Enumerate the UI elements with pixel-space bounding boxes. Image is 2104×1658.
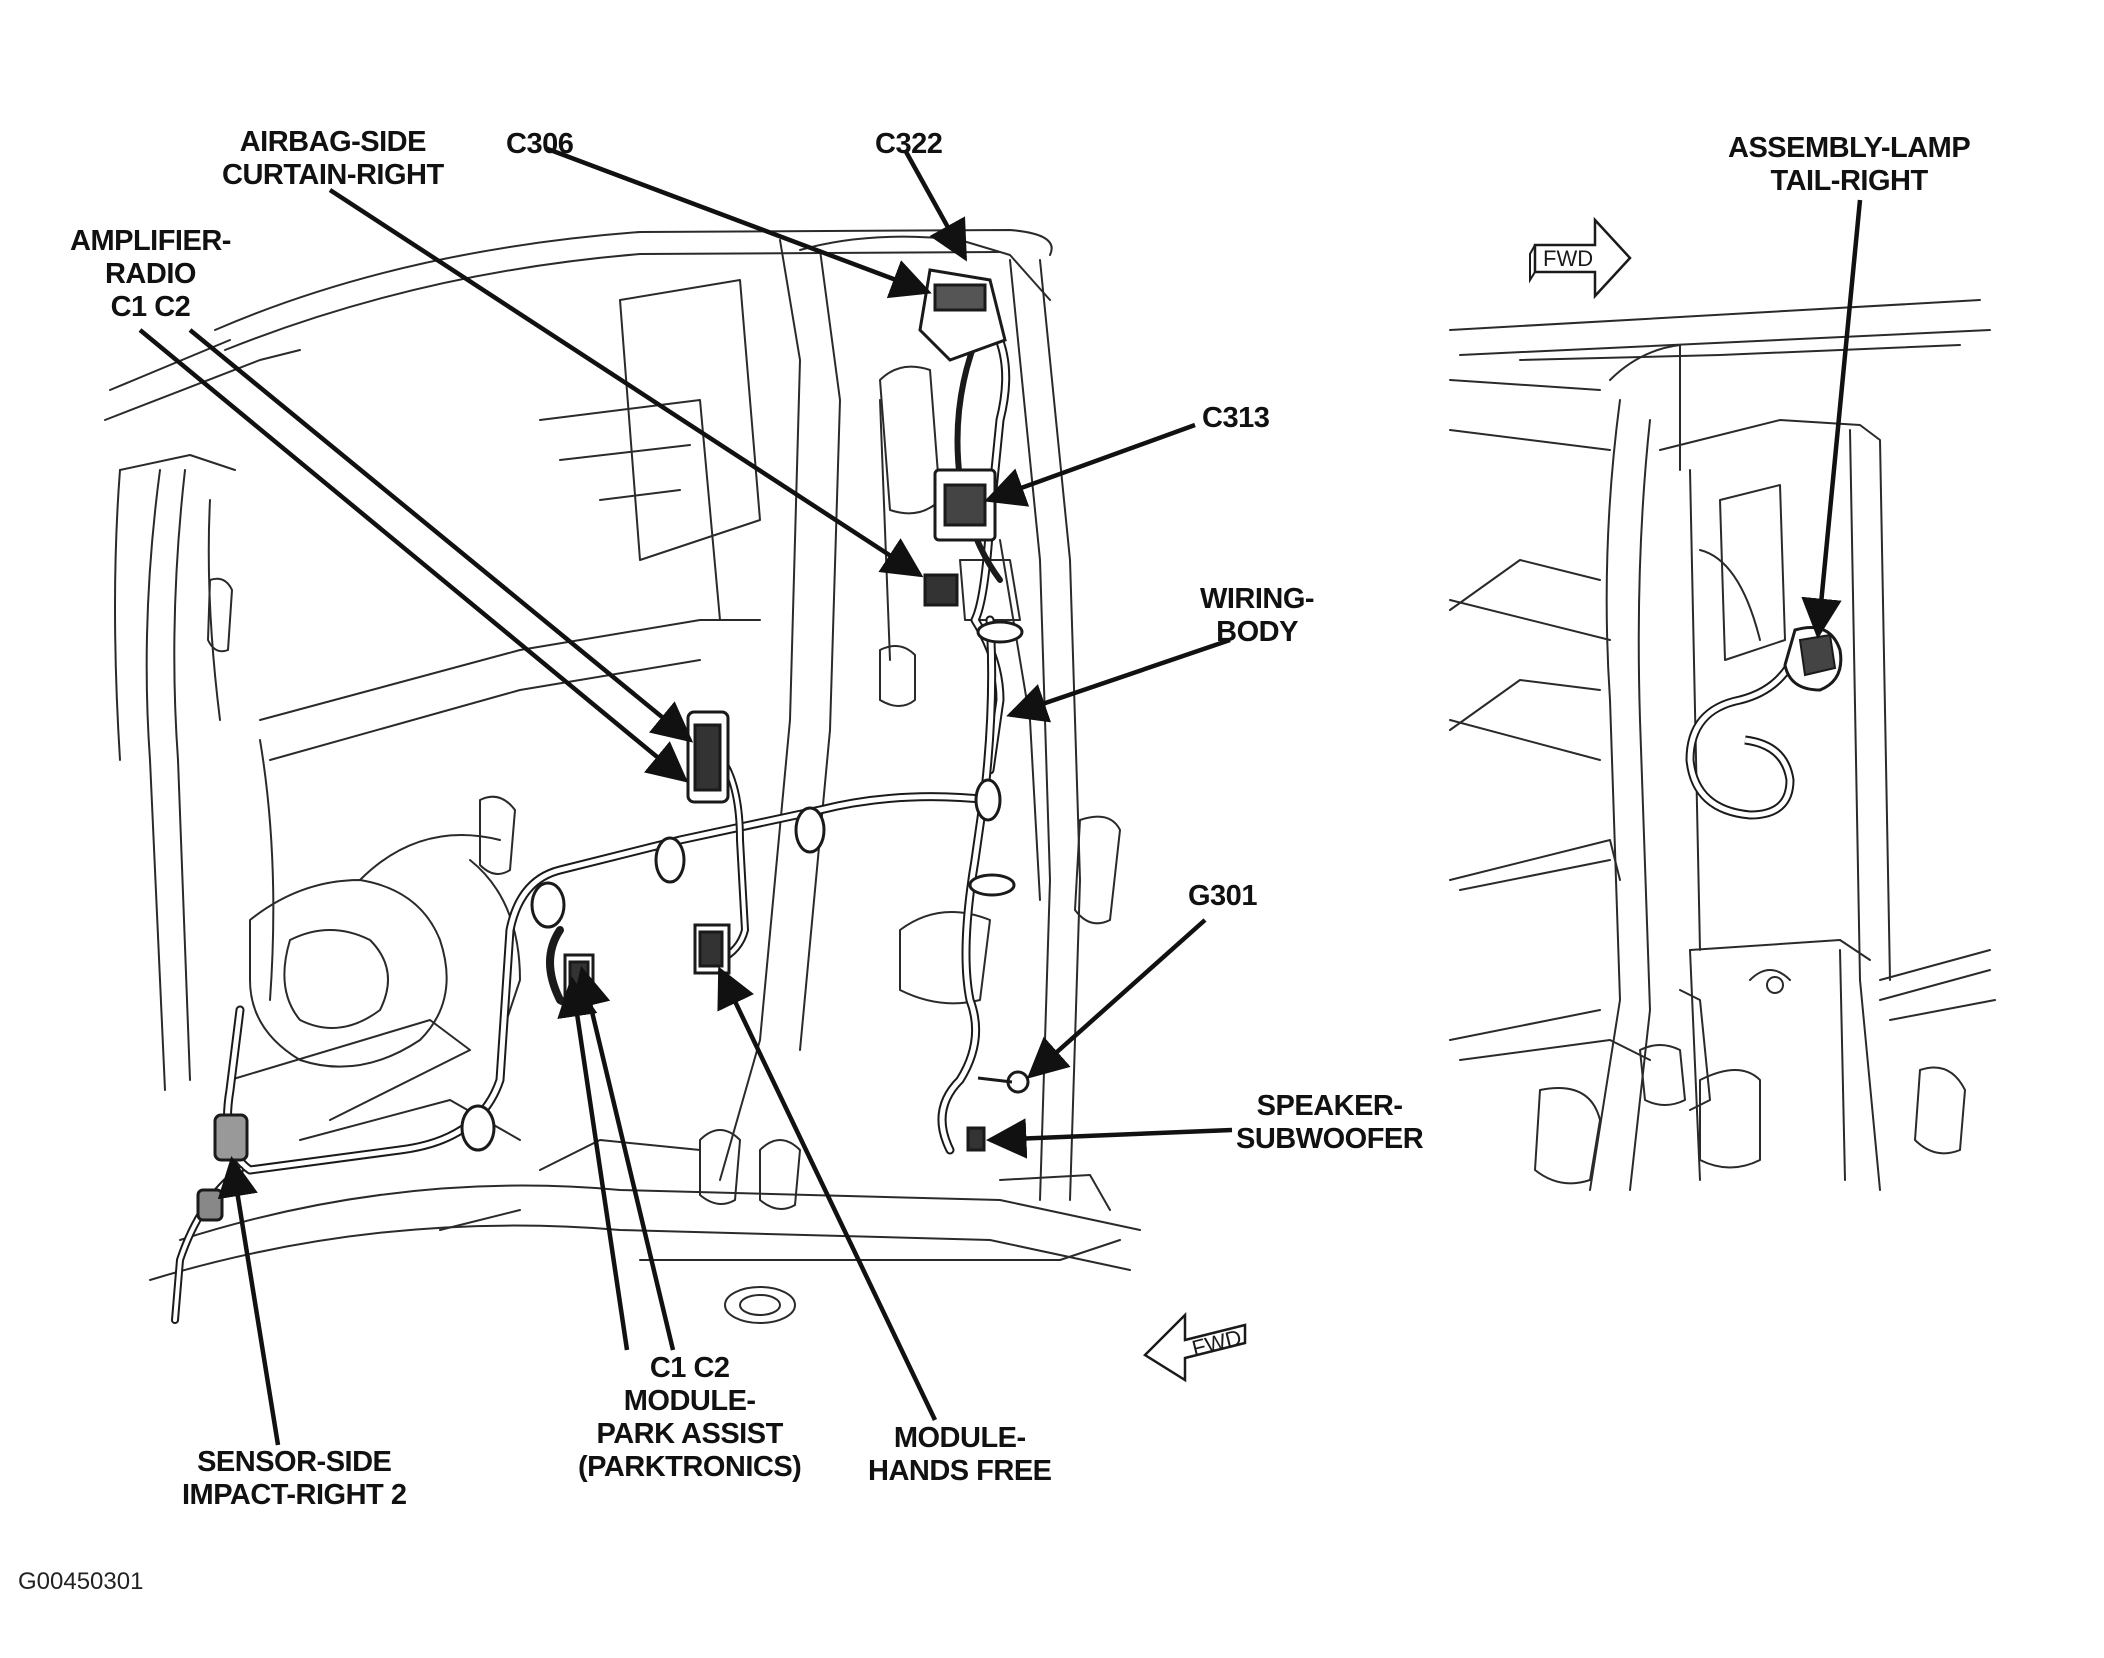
- label-sensor-side-impact-right: SENSOR-SIDE IMPACT-RIGHT 2: [182, 1446, 407, 1511]
- vehicle-body-right-inset: [1449, 299, 1996, 1191]
- leader-amplifier-c2: [188, 328, 694, 743]
- leader-airbag-side-curtain: [328, 188, 924, 578]
- fwd-arrow-bottom: FWD: [1143, 1311, 1247, 1383]
- leader-c306: [544, 145, 932, 299]
- label-amplifier-radio: AMPLIFIER- RADIO C1 C2: [70, 225, 231, 323]
- figure-id: G00450301: [18, 1568, 144, 1595]
- leader-lines: [138, 145, 1863, 1446]
- label-speaker-subwoofer: SPEAKER- SUBWOOFER: [1236, 1090, 1424, 1155]
- leader-amplifier-c1: [138, 328, 689, 783]
- leader-wiring-body: [1006, 637, 1231, 723]
- fwd-arrow-top-right: FWD: [1529, 216, 1632, 300]
- label-module-hands-free: MODULE- HANDS FREE: [868, 1422, 1052, 1487]
- label-g301: G301: [1188, 880, 1257, 912]
- leader-c322: [903, 148, 967, 262]
- fwd-label-top: FWD: [1543, 246, 1593, 271]
- label-module-park-assist: C1 C2 MODULE- PARK ASSIST (PARKTRONICS): [578, 1352, 802, 1483]
- leader-park-assist-c2: [570, 966, 676, 1351]
- leader-assembly-lamp: [1801, 199, 1863, 640]
- label-wiring-body: WIRING- BODY: [1200, 583, 1315, 648]
- leader-speaker-subwoofer: [985, 1118, 1233, 1159]
- leader-park-assist-c1: [557, 975, 630, 1351]
- label-c313: C313: [1202, 402, 1270, 434]
- leader-sensor-side-impact: [217, 1156, 281, 1446]
- label-assembly-lamp-tail-right: ASSEMBLY-LAMP TAIL-RIGHT: [1728, 132, 1971, 197]
- vehicle-body-left: [104, 229, 1141, 1324]
- fwd-label-bottom: FWD: [1189, 1325, 1244, 1361]
- label-c322: C322: [875, 128, 943, 160]
- leader-c313: [984, 422, 1196, 507]
- label-airbag-side-curtain-right: AIRBAG-SIDE CURTAIN-RIGHT: [222, 126, 444, 191]
- label-c306: C306: [506, 128, 574, 160]
- tail-lamp-connector: [1685, 626, 1843, 820]
- leader-g301: [1026, 918, 1207, 1079]
- leader-hands-free: [717, 966, 938, 1421]
